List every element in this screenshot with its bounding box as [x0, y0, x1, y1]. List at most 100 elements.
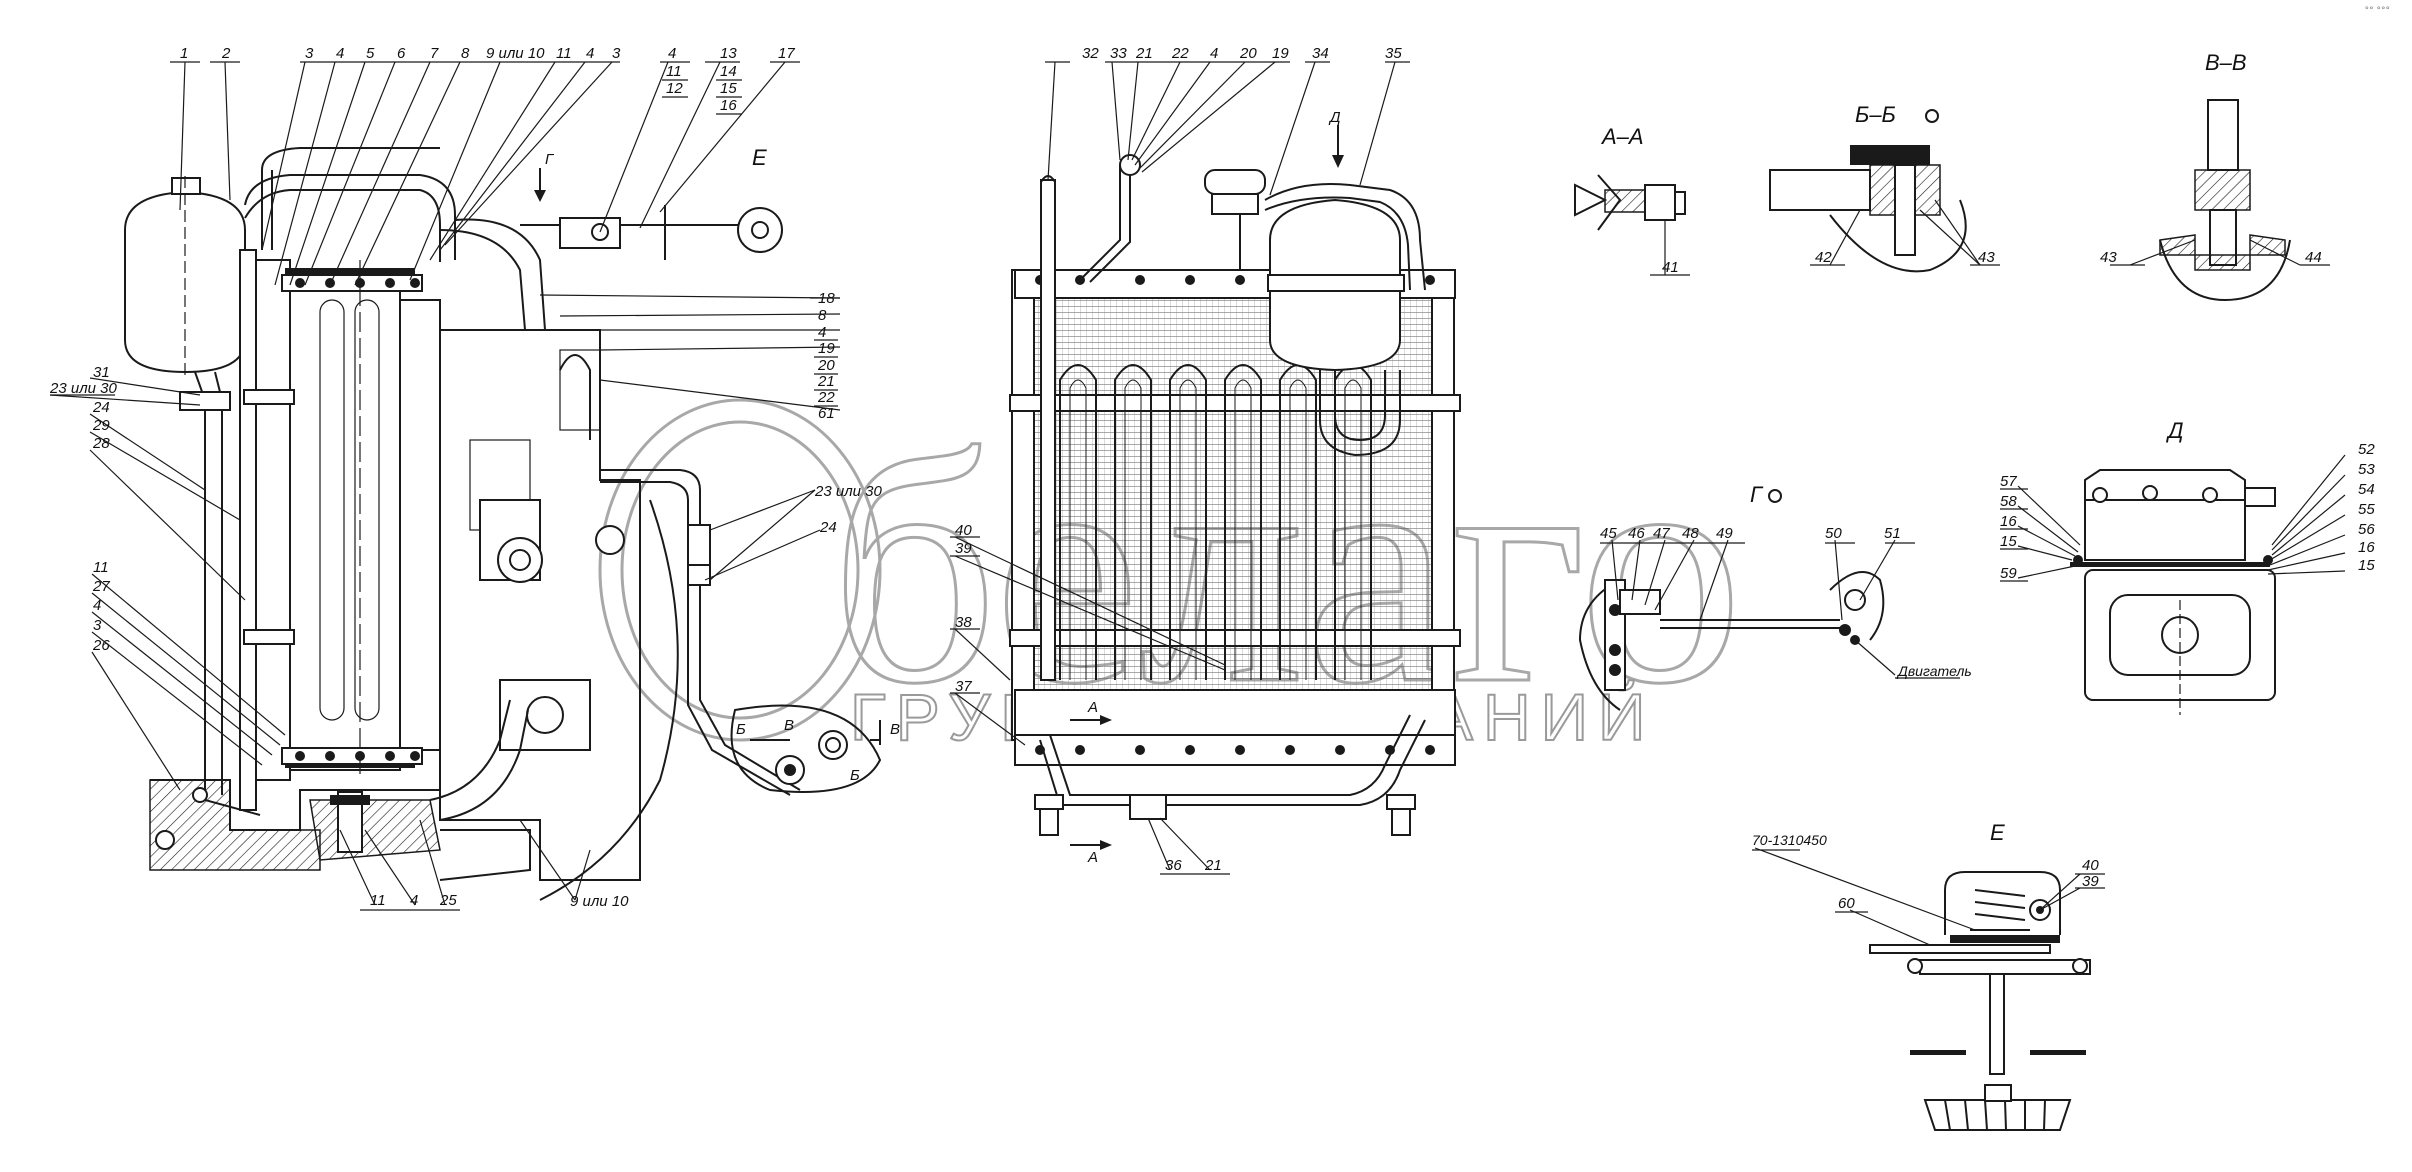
callout-27: 27: [92, 578, 110, 595]
callout-53: 53: [2358, 461, 2375, 478]
callout-8: 8: [461, 45, 470, 62]
section-title-e: Е: [1990, 820, 2005, 845]
callout-21c: 21: [1204, 857, 1222, 874]
section-v-v: В–В 43 44: [2100, 50, 2330, 302]
callout-stack-a-12: 12: [666, 80, 683, 97]
callout-18: 18: [818, 290, 835, 307]
callout-50: 50: [1825, 525, 1842, 542]
view-e: Е 70-1310450 60 40 39: [1752, 820, 2105, 1131]
callout-40: 40: [955, 522, 972, 539]
callout-41: 41: [1662, 259, 1679, 276]
callout-4d: 4: [93, 597, 101, 614]
cut-b-1: Б: [736, 721, 746, 738]
section-title-vv: В–В: [2205, 50, 2247, 75]
callout-11c: 11: [370, 892, 386, 909]
callout-43b: 43: [2100, 249, 2117, 266]
callout-54: 54: [2358, 481, 2375, 498]
callout-1: 1: [180, 45, 188, 62]
callout-4c: 4: [818, 324, 826, 341]
callout-29: 29: [92, 417, 110, 434]
part-number-note: 70-1310450: [1752, 832, 1827, 848]
callout-3c: 3: [93, 617, 102, 634]
callout-9-or-10b: 9 или 10: [570, 893, 629, 910]
section-title-bb: Б–Б: [1855, 102, 1896, 127]
callout-23-or-30: 23 или 30: [49, 380, 118, 397]
left-callouts: 1 2 3 4 5 6 7 8 9 или 10 11 4 3 4 11 12 …: [49, 45, 883, 911]
callout-26: 26: [92, 637, 110, 654]
callout-57: 57: [2000, 473, 2017, 490]
callout-stack-a-11: 11: [666, 63, 682, 80]
callout-21: 21: [817, 373, 835, 390]
callout-33: 33: [1110, 45, 1127, 62]
callout-40b: 40: [2082, 857, 2099, 874]
callout-39b: 39: [2082, 873, 2099, 890]
callout-36: 36: [1165, 857, 1182, 874]
front-callouts: 32 33 21 22 4 20 19 34 35 40 39 38 37 36…: [950, 45, 1410, 875]
callout-16: 16: [2000, 513, 2017, 530]
callout-28: 28: [92, 435, 110, 452]
callout-20b: 20: [1239, 45, 1257, 62]
callout-2: 2: [221, 45, 231, 62]
callout-4f: 4: [1210, 45, 1218, 62]
section-b-b: Б–Б 42 43: [1769, 102, 2000, 273]
callout-44: 44: [2305, 249, 2322, 266]
callout-11b: 11: [93, 559, 109, 576]
callout-43: 43: [1978, 249, 1995, 266]
view-g: Г 45 46 47 48 49: [1578, 482, 1972, 711]
corner-mark: °° °°°: [2364, 6, 2390, 16]
callout-22: 22: [817, 389, 835, 406]
callout-15b: 15: [2358, 557, 2375, 574]
callout-58: 58: [2000, 493, 2017, 510]
callout-19b: 19: [1272, 45, 1289, 62]
callout-16b: 16: [2358, 539, 2375, 556]
cut-a-1: А: [1087, 699, 1098, 716]
callout-pipe-24: 24: [819, 519, 837, 536]
front-view: А А Д: [1009, 109, 1461, 866]
callout-47: 47: [1653, 525, 1670, 542]
callout-46: 46: [1628, 525, 1645, 542]
section-title-d: Д: [2165, 418, 2184, 443]
callout-38: 38: [955, 614, 972, 631]
callout-stack-b-14: 14: [720, 63, 737, 80]
callout-55: 55: [2358, 501, 2375, 518]
callout-24: 24: [92, 399, 110, 416]
callout-stack-b-13: 13: [720, 45, 737, 62]
callout-48: 48: [1682, 525, 1699, 542]
callout-8b: 8: [818, 307, 827, 324]
callout-25: 25: [439, 892, 457, 909]
callout-61: 61: [818, 405, 835, 422]
cut-v-1: В: [784, 717, 794, 734]
callout-11: 11: [556, 45, 572, 62]
section-title-aa: А–А: [1600, 124, 1644, 149]
callout-stack-b-15: 15: [720, 80, 737, 97]
view-label-e: Е: [752, 145, 767, 170]
callout-17: 17: [778, 45, 795, 62]
callout-35: 35: [1385, 45, 1402, 62]
callout-56: 56: [2358, 521, 2375, 538]
section-title-g: Г: [1750, 482, 1764, 507]
callout-6: 6: [397, 45, 406, 62]
callout-22b: 22: [1171, 45, 1189, 62]
callout-9-or-10: 9 или 10: [486, 45, 545, 62]
callout-4b: 4: [586, 45, 594, 62]
callout-4: 4: [336, 45, 344, 62]
callout-59: 59: [2000, 565, 2017, 582]
callout-19: 19: [818, 340, 835, 357]
callout-20: 20: [817, 357, 835, 374]
callout-7: 7: [430, 45, 439, 62]
engine-note: Двигатель: [1896, 663, 1972, 679]
cut-v-2: В: [890, 721, 900, 738]
section-a-a: А–А 41: [1574, 124, 1690, 276]
callout-pipe-23-or-30: 23 или 30: [814, 483, 883, 500]
callout-37: 37: [955, 678, 972, 695]
callout-49: 49: [1716, 525, 1733, 542]
callout-51: 51: [1884, 525, 1901, 542]
callout-3b: 3: [612, 45, 621, 62]
callout-3: 3: [305, 45, 314, 62]
callout-stack-b-16: 16: [720, 97, 737, 114]
callout-21b: 21: [1135, 45, 1153, 62]
view-arrow-g: Г: [545, 151, 555, 168]
view-d: Д 57 58 1: [2000, 418, 2375, 715]
callout-60: 60: [1838, 895, 1855, 912]
